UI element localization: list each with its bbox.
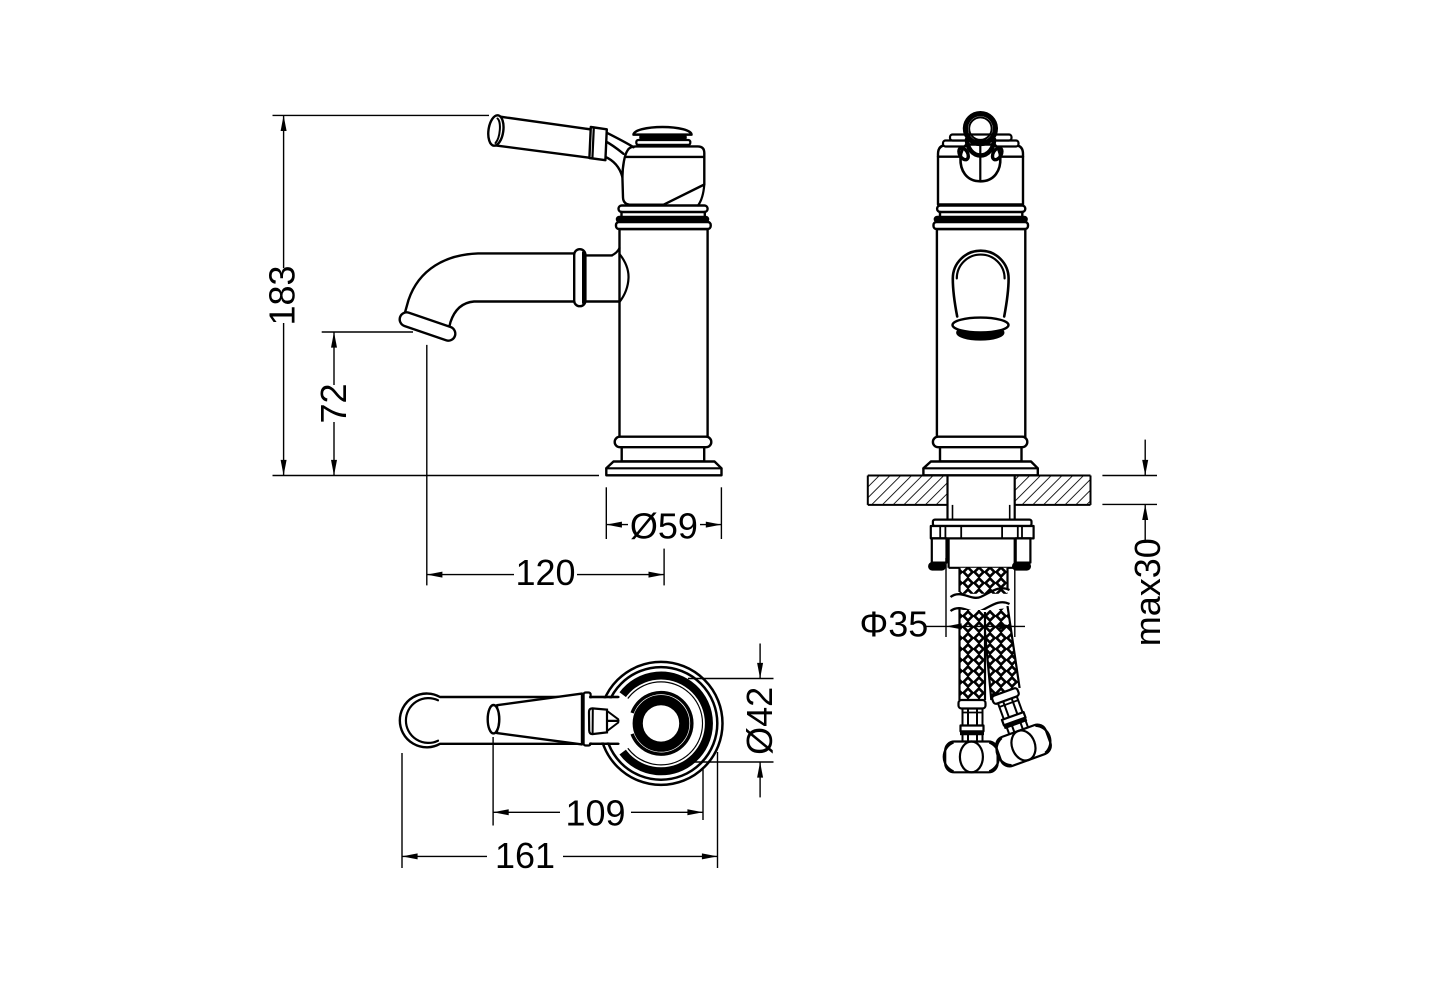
svg-text:161: 161 xyxy=(495,835,555,876)
svg-text:Ø59: Ø59 xyxy=(630,506,698,547)
svg-text:183: 183 xyxy=(262,265,303,325)
svg-text:120: 120 xyxy=(515,552,575,593)
svg-text:Φ35: Φ35 xyxy=(860,604,929,645)
svg-text:72: 72 xyxy=(313,383,354,423)
svg-text:109: 109 xyxy=(565,793,625,834)
svg-text:max30: max30 xyxy=(1127,538,1168,646)
svg-text:Ø42: Ø42 xyxy=(739,687,780,755)
